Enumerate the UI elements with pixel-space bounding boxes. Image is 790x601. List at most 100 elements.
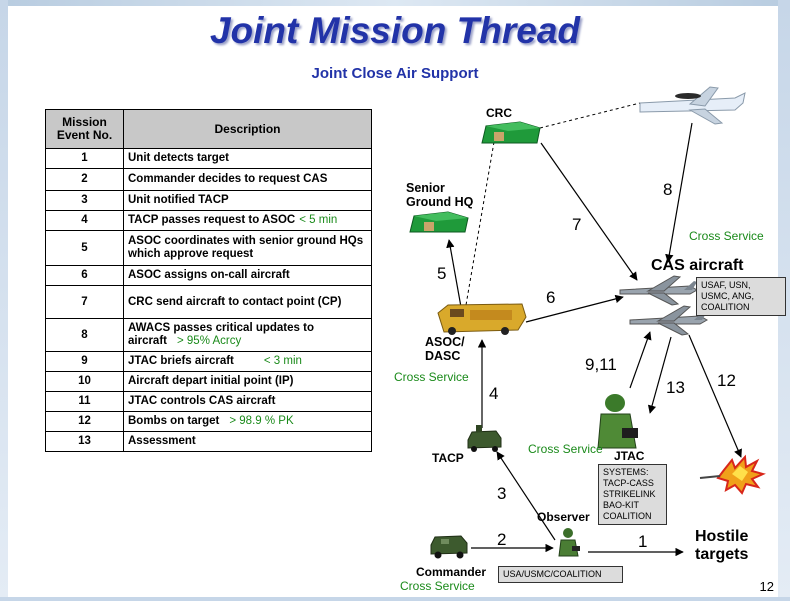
event-metric-note: > 95% Acrcy: [177, 335, 242, 347]
label-cas-aircraft: CAS aircraft: [651, 257, 744, 274]
explosion-icon: [699, 454, 766, 495]
label-crc: CRC: [486, 106, 512, 120]
commander-services-box: USA/USMC/COALITION: [498, 566, 623, 583]
event-description-cell: Aircraft depart initial point (IP): [123, 371, 372, 392]
link-crc-asoc: [465, 141, 495, 306]
flow-number-4: 4: [489, 384, 499, 403]
crc-tent-icon: [481, 121, 541, 144]
event-description-cell: JTAC controls CAS aircraft: [123, 391, 372, 412]
arrow-jtac-cas: [629, 331, 652, 389]
fighter-jet-icon: [629, 305, 709, 336]
arrow-cas-jtac: [647, 336, 672, 414]
slide-title: Joint Mission Thread: [209, 10, 581, 51]
box-line: TACP-CASS: [603, 478, 654, 488]
event-description-text: AWACS passes critical updates to aircraf…: [128, 322, 314, 347]
event-description-cell: TACP passes request to ASOC< 5 min: [123, 210, 372, 231]
event-metric-note: < 3 min: [263, 355, 302, 367]
event-description-text: ASOC assigns on-call aircraft: [128, 269, 290, 281]
box-line: COALITION: [603, 511, 652, 521]
event-description-cell: Assessment: [123, 431, 372, 452]
cross-service-commander: Cross Service: [400, 579, 475, 593]
flow-number-2: 2: [497, 530, 507, 549]
senior-hq-tent-icon: [409, 211, 469, 233]
label-senior-ground-hq: Senior Ground HQ: [406, 181, 474, 209]
arrow-crc-cas: [540, 142, 638, 281]
event-description-text: Assessment: [128, 435, 196, 447]
event-description-cell: AWACS passes critical updates to aircraf…: [123, 318, 372, 352]
observer-soldier-icon: [558, 528, 580, 557]
event-description-text: Aircraft depart initial point (IP): [128, 375, 294, 387]
arrow-awacs-cas: [665, 122, 693, 263]
jtac-soldier-icon: [597, 394, 638, 449]
asoc-vehicle-icon: [437, 303, 527, 335]
event-description-text: Unit detects target: [128, 152, 229, 164]
label-tacp: TACP: [432, 451, 464, 465]
event-number-cell: 13: [45, 431, 124, 452]
event-metric-note: < 5 min: [299, 214, 338, 226]
arrow-asoc-seniorhq: [446, 239, 462, 308]
event-description-cell: CRC send aircraft to contact point (CP): [123, 285, 372, 319]
cross-service-cas: Cross Service: [689, 229, 764, 243]
event-description-text: ASOC coordinates with senior ground HQs …: [128, 235, 364, 260]
flow-number-9-11: 9,11: [585, 355, 617, 374]
box-line: USAF, USN,: [701, 280, 751, 290]
cross-service-jtac: Cross Service: [528, 442, 603, 456]
event-description-text: Unit notified TACP: [128, 194, 229, 206]
event-description-text: Commander decides to request CAS: [128, 173, 328, 185]
slide-frame-left: [0, 0, 8, 601]
label-observer: Observer: [537, 510, 590, 524]
flow-number-8: 8: [663, 180, 673, 199]
box-line: STRIKELINK: [603, 489, 656, 499]
link-crc-awacs: [539, 102, 641, 129]
flow-number-13: 13: [666, 378, 685, 397]
box-line: BAO-KIT: [603, 500, 640, 510]
arrow-cas-target: [688, 334, 742, 458]
table-row: 13 Assessment: [45, 431, 372, 452]
label-commander: Commander: [416, 565, 487, 579]
event-number-cell: 8: [45, 318, 124, 352]
label-asoc-dasc: ASOC/ DASC: [425, 335, 465, 363]
awacs-aircraft-icon: [639, 86, 746, 125]
event-description-text: Bombs on target: [128, 415, 220, 427]
box-line: USMC, ANG,: [701, 291, 755, 301]
event-description-cell: ASOC coordinates with senior ground HQs …: [123, 230, 372, 266]
label-jtac: JTAC: [614, 449, 645, 463]
cas-aircraft-services-box: USAF, USN, USMC, ANG, COALITION: [696, 277, 786, 316]
jtac-systems-box: SYSTEMS: TACP-CASS STRIKELINK BAO-KIT CO…: [598, 464, 667, 525]
flow-number-5: 5: [437, 264, 447, 283]
flow-number-6: 6: [546, 288, 556, 307]
slide-frame-bottom: [0, 597, 790, 601]
cross-service-asoc: Cross Service: [394, 370, 469, 384]
event-description-text: TACP passes request to ASOC: [128, 214, 296, 226]
flow-number-7: 7: [572, 215, 582, 234]
flow-number-3: 3: [497, 484, 507, 503]
arrow-observer-tacp: [496, 451, 556, 541]
commander-humvee-icon: [430, 535, 468, 559]
event-description-text: JTAC controls CAS aircraft: [128, 395, 276, 407]
table-header-row: Mission Event No. Description: [45, 109, 372, 149]
box-line: SYSTEMS:: [603, 467, 649, 477]
slide-subtitle: Joint Close Air Support: [311, 65, 479, 82]
event-metric-note: > 98.9 % PK: [229, 415, 294, 427]
event-description-cell: Unit notified TACP: [123, 190, 372, 211]
event-description-cell: JTAC briefs aircraft < 3 min: [123, 351, 372, 372]
tacp-humvee-icon: [467, 425, 502, 452]
event-description-text: CRC send aircraft to contact point (CP): [128, 295, 342, 308]
arrow-asoc-cas: [525, 294, 624, 323]
fighter-jet-icon: [619, 275, 699, 306]
box-line: COALITION: [701, 302, 750, 312]
event-description-text: JTAC briefs aircraft: [128, 355, 234, 367]
